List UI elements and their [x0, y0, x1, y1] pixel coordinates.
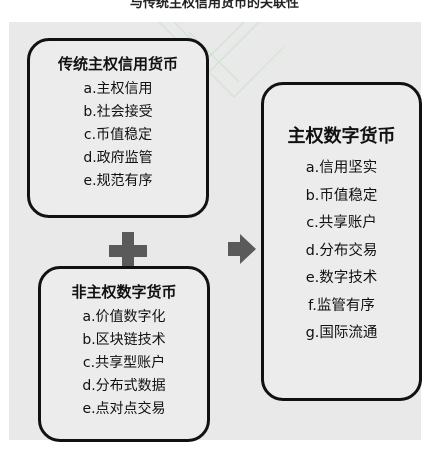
- traditional-currency-list: a.主权信用 b.社会接受 c.币值稳定 d.政府监管 e.规范有序: [30, 78, 206, 193]
- traditional-item: c.币值稳定: [83, 127, 153, 143]
- traditional-item: a.主权信用: [83, 81, 153, 97]
- sovereign-digital-item: c.共享账户: [306, 215, 377, 231]
- sovereign-digital-item: d.分布交易: [305, 242, 378, 259]
- traditional-currency-title: 传统主权信用货币: [57, 55, 178, 73]
- sovereign-digital-item: e.数字技术: [305, 270, 378, 286]
- traditional-item: b.社会接受: [83, 104, 153, 120]
- sovereign-digital-currency-title: 主权数字货币: [287, 126, 396, 147]
- non-sovereign-currency-title: 非主权数字货币: [71, 283, 177, 301]
- sovereign-digital-currency-box: 主权数字货币 a.信用坚实 b.币值稳定 c.共享账户 d.分布交易 e.数字技…: [261, 82, 422, 401]
- non-sovereign-currency-box: 非主权数字货币 a.价值数字化 b.区块链技术 c.共享型账户 d.分布式数据 …: [38, 266, 210, 442]
- traditional-item: e.规范有序: [83, 173, 153, 189]
- sovereign-digital-item: f.监管有序: [308, 297, 375, 314]
- non-sovereign-item: e.点对点交易: [82, 401, 166, 417]
- sovereign-digital-currency-list: a.信用坚实 b.币值稳定 c.共享账户 d.分布交易 e.数字技术 f.监管有…: [264, 155, 419, 348]
- non-sovereign-item: a.价值数字化: [82, 309, 166, 325]
- sovereign-digital-item: b.币值稳定: [305, 187, 378, 204]
- arrow-right-icon: [228, 234, 256, 264]
- non-sovereign-item: c.共享型账户: [82, 355, 166, 371]
- non-sovereign-currency-list: a.价值数字化 b.区块链技术 c.共享型账户 d.分布式数据 e.点对点交易: [41, 306, 207, 421]
- traditional-currency-box: 传统主权信用货币 a.主权信用 b.社会接受 c.币值稳定 d.政府监管 e.规…: [27, 38, 209, 218]
- plus-icon: [109, 232, 147, 270]
- non-sovereign-item: d.分布式数据: [82, 378, 166, 394]
- diagram-caption: 与传统主权信用货币的关联性: [129, 0, 299, 11]
- diagram-panel: 传统主权信用货币 a.主权信用 b.社会接受 c.币值稳定 d.政府监管 e.规…: [9, 22, 422, 442]
- sovereign-digital-item: a.信用坚实: [305, 160, 378, 176]
- sovereign-digital-item: g.国际流通: [305, 325, 378, 341]
- traditional-item: d.政府监管: [83, 150, 153, 166]
- non-sovereign-item: b.区块链技术: [82, 332, 166, 348]
